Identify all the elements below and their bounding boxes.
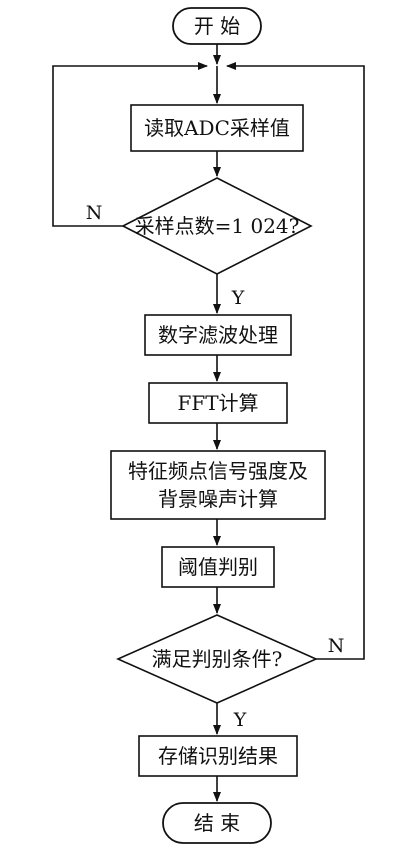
end-terminal <box>162 802 272 844</box>
digital-filter-label: 数字滤波处理 <box>158 323 278 347</box>
start-label: 开 始 <box>194 14 240 38</box>
fft-label: FFT计算 <box>177 391 258 415</box>
condition-yes-label: Y <box>233 709 247 731</box>
samples-yes-label: Y <box>231 287 245 309</box>
feature-noise-box <box>110 450 326 520</box>
feature-noise-label-line2: 背景噪声计算 <box>158 487 278 511</box>
read-adc-label: 读取ADC采样值 <box>144 116 290 140</box>
feature-noise-label-line1: 特征频点信号强度及 <box>128 459 308 483</box>
loop-samples-no-line <box>52 62 208 227</box>
end-label: 结 束 <box>194 811 240 835</box>
store-result-box <box>138 735 298 777</box>
threshold-box <box>161 546 275 588</box>
threshold-label: 阈值判别 <box>178 555 258 579</box>
store-result-label: 存储识别结果 <box>158 744 278 768</box>
condition-no-label: N <box>328 635 345 657</box>
fft-box <box>148 382 288 424</box>
decision-samples-label: 采样点数=1 024? <box>135 214 300 238</box>
samples-no-label: N <box>86 202 103 224</box>
loop-condition-no-line <box>226 62 365 660</box>
digital-filter-box <box>144 314 292 356</box>
decision-condition-label: 满足判别条件? <box>152 647 283 671</box>
